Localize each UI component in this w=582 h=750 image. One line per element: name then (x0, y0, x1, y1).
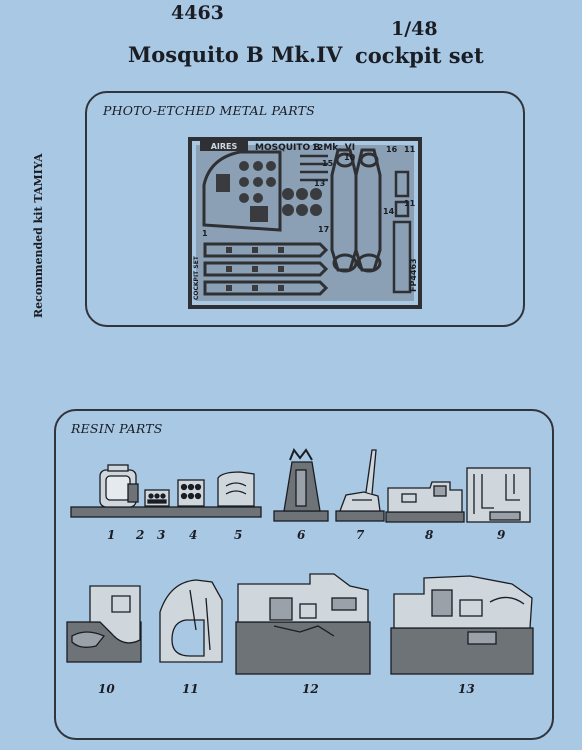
resin-part-10 (66, 585, 142, 663)
fret-part-number: 17 (318, 225, 329, 234)
fret-part-number: 12 (312, 143, 323, 152)
resin-part-8 (385, 481, 465, 523)
fret-part-number: 11 (404, 145, 416, 154)
fret-part-number: 1 (202, 229, 208, 238)
resin-part-4 (177, 479, 205, 507)
resin-caption-11: 11 (182, 682, 199, 696)
resin-caption-4: 4 (189, 528, 198, 542)
resin-caption-6: 6 (297, 528, 306, 542)
photo-etched-panel: PHOTO-ETCHED METAL PARTS (85, 91, 525, 327)
photo-etched-title: PHOTO-ETCHED METAL PARTS (103, 103, 315, 118)
resin-title: RESIN PARTS (71, 421, 163, 436)
resin-caption-1: 1 (107, 528, 116, 542)
resin-part-6 (273, 447, 329, 522)
resin-part-3 (144, 489, 170, 507)
fret-part-number: 13 (314, 179, 325, 188)
fret-vertical-label: COCKPIT SET (193, 255, 200, 300)
resin-panel: RESIN PARTS (54, 409, 554, 740)
resin-part-1 (70, 464, 262, 518)
resin-caption-9: 9 (497, 528, 506, 542)
fret-part-number: 11 (404, 199, 416, 208)
set-name: cockpit set (355, 43, 484, 68)
fret-part-number: 14 (383, 207, 395, 216)
resin-part-13 (390, 575, 534, 675)
fret-part-number: 15 (322, 159, 334, 168)
scale-label: 1/48 (391, 18, 438, 40)
resin-caption-3: 3 (157, 528, 166, 542)
resin-part-12 (235, 573, 371, 675)
model-name: Mosquito B Mk.IV (128, 42, 343, 67)
fret-part-number: 10 (344, 153, 356, 162)
fret-code: FP4463 (409, 258, 418, 292)
resin-caption-10: 10 (98, 682, 115, 696)
fret-part-number: 16 (386, 145, 398, 154)
resin-caption-2: 2 (136, 528, 145, 542)
resin-part-7 (335, 449, 385, 522)
fret-brand: AIRES (211, 142, 238, 151)
product-code: 4463 (171, 2, 224, 24)
resin-caption-5: 5 (234, 528, 243, 542)
fret-name: MOSQUITO B Mk. VI (255, 143, 355, 153)
resin-part-11 (159, 579, 223, 663)
resin-caption-13: 13 (458, 682, 475, 696)
resin-caption-7: 7 (356, 528, 365, 542)
resin-part-5 (217, 471, 255, 507)
resin-part-9 (466, 467, 531, 523)
resin-caption-12: 12 (302, 682, 319, 696)
resin-caption-8: 8 (425, 528, 434, 542)
